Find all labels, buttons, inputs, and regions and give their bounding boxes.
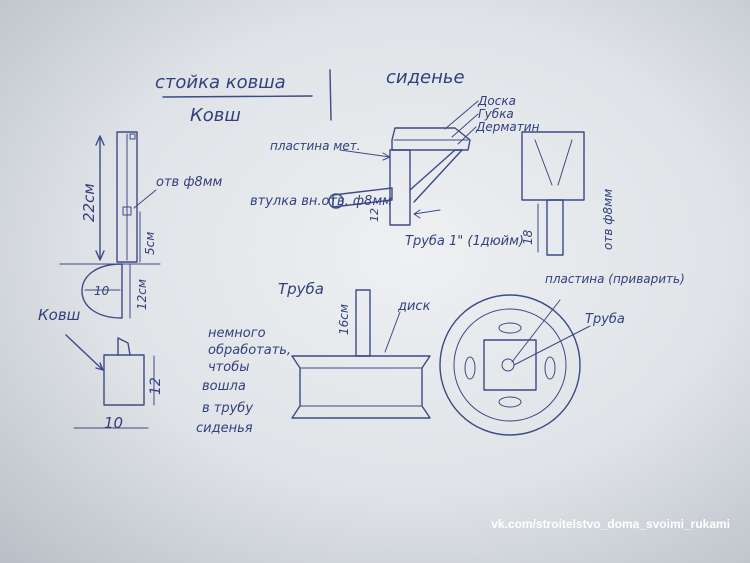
stand-post xyxy=(116,131,138,263)
base-pipe xyxy=(355,289,371,357)
title-underline xyxy=(162,95,313,98)
bolt-hole-bottom xyxy=(498,396,522,408)
base-disk xyxy=(291,355,431,419)
seat-side-height-label: 18 xyxy=(521,229,535,245)
seat-side-hole-label: отв ф8мм xyxy=(601,189,615,250)
plate-arrow xyxy=(339,149,391,161)
sponge-leader xyxy=(451,113,479,138)
bucket-height-label: 12см xyxy=(135,279,149,310)
bolt-hole-top xyxy=(498,322,522,334)
block-width-label: 10 xyxy=(104,414,123,432)
title-seat: сиденье xyxy=(386,67,465,88)
bolt-hole-right xyxy=(544,356,556,380)
pipe-top-leader xyxy=(513,325,591,366)
seat-side-braces xyxy=(534,139,573,186)
plate-leader xyxy=(511,299,561,363)
seat-bushing-arm xyxy=(332,187,393,208)
seat-sponge-label: Губка xyxy=(478,107,514,121)
leatherette-leader xyxy=(457,126,477,145)
base-note-line-4: вошла xyxy=(202,379,246,394)
seat-leatherette-label: Дерматин xyxy=(475,120,540,134)
base-note-line-2: обработать, xyxy=(208,343,291,358)
seat-drawing: Доска Губка Дерматин пластина мет. втулк… xyxy=(250,94,615,256)
seat-bushing xyxy=(328,193,344,209)
board-leader xyxy=(444,100,479,130)
hole-leader xyxy=(133,189,157,209)
stand-dim-arrows xyxy=(95,135,105,261)
seat-bushing-label: втулка вн.отв. ф8мм xyxy=(250,194,392,209)
top-pipe-circle xyxy=(501,358,515,372)
header-divider xyxy=(329,69,332,121)
bucket-shape xyxy=(81,263,123,319)
disk-leader xyxy=(384,311,401,353)
block-height-label: 12 xyxy=(148,377,164,395)
base-pipe-top-label: Труба xyxy=(585,312,625,327)
header: стойка ковша Ковш сиденье xyxy=(155,67,465,126)
stand-height-label: 22см xyxy=(80,183,98,222)
offset-label: 5см xyxy=(143,232,157,255)
disk-top-view-inner xyxy=(453,308,567,422)
base-note-line-5: в трубу xyxy=(202,401,253,416)
title-bucket: Ковш xyxy=(190,105,241,126)
disk-top-view-outer xyxy=(439,294,581,436)
seat-side-view xyxy=(521,131,585,201)
stand-hole xyxy=(122,206,132,216)
seat-pipe-label: Труба 1" (1дюйм) xyxy=(405,234,524,249)
seat-pipe-height-label: 12 xyxy=(368,208,381,222)
base-pipe-length-label: 16см xyxy=(337,304,351,335)
base-note-line-1: немного xyxy=(208,326,266,341)
base-note-line-3: чтобы xyxy=(208,360,250,375)
bolt-hole-left xyxy=(464,356,476,380)
seat-brace xyxy=(409,149,463,203)
stand-top-hole xyxy=(129,133,136,140)
seat-side-pipe xyxy=(546,199,564,256)
seat-board-label: Доска xyxy=(477,94,516,108)
pipe-arrow xyxy=(413,209,441,219)
seat-plate-label: пластина мет. xyxy=(270,139,361,153)
base-disk-label: диск xyxy=(397,299,431,314)
base-drawing: 16см Труба диск немного обработать, чтоб… xyxy=(196,272,685,436)
base-note-line-6: сиденья xyxy=(196,421,253,436)
base-plate-label: пластина (приварить) xyxy=(545,272,685,286)
base-pipe-label: Труба xyxy=(278,280,324,298)
stand-hole-label: отв ф8мм xyxy=(156,175,223,190)
bucket-width-label: 10 xyxy=(94,284,110,298)
bucket-stand-drawing: 22см отв ф8мм 5см 10 12см Ковш 12 10 xyxy=(38,131,223,432)
bucket-block xyxy=(103,354,145,406)
bucket-label: Ковш xyxy=(38,306,81,324)
seat-pipe xyxy=(389,149,411,226)
bucket-block-tab xyxy=(117,337,131,356)
title-bucket-stand: стойка ковша xyxy=(155,72,286,93)
weld-plate xyxy=(483,339,537,391)
bucket-label-arrow xyxy=(65,334,104,371)
watermark: vk.com/stroitelstvo_doma_svoimi_rukami xyxy=(491,517,730,531)
